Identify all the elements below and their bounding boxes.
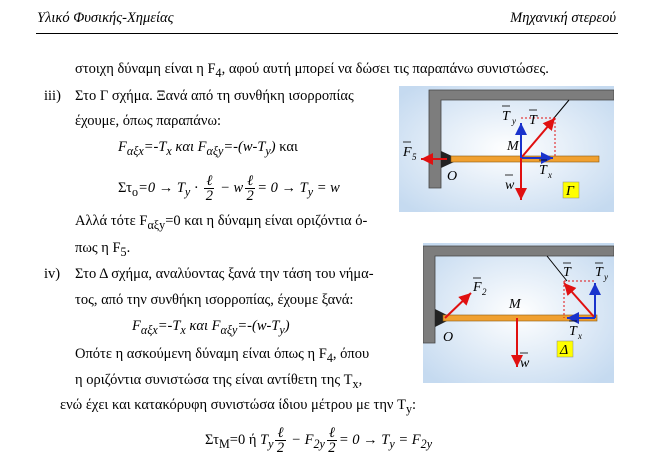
label-F2: F bbox=[472, 280, 482, 295]
label-M: M bbox=[506, 139, 520, 154]
label-F2-sub: 2 bbox=[482, 287, 487, 297]
label-Ty-sub: y bbox=[603, 272, 608, 282]
label-T: T bbox=[529, 113, 538, 128]
figure-gamma: T T y T x M F 5 O w Γ bbox=[399, 86, 614, 212]
force-f2-arrow bbox=[444, 292, 472, 319]
label-M: M bbox=[508, 297, 522, 312]
item-3-marker: iii) bbox=[44, 88, 61, 104]
label-w: w bbox=[505, 178, 515, 193]
item-3-line-1: Στο Γ σχήμα. Ξανά από τη συνθήκη ισορροπ… bbox=[75, 88, 354, 104]
label-Ty-sub: y bbox=[511, 116, 516, 126]
figure-badge bbox=[556, 340, 574, 358]
tension-arrow bbox=[520, 117, 556, 159]
text-line-1: στοιχη δύναμη είναι η F4, αφού αυτή μπορ… bbox=[75, 61, 549, 80]
equation-4a: Fαξx=-Tx και Fαξy=-(w-Ty) bbox=[132, 318, 290, 337]
header-rule bbox=[36, 33, 618, 34]
figure-delta: T T y T x M F 2 O w Δ bbox=[423, 243, 614, 383]
item-3-line-4: πως η F5. bbox=[75, 240, 131, 259]
label-T: T bbox=[563, 265, 572, 280]
label-Ty: T bbox=[595, 265, 604, 280]
item-3-line-2: έχουμε, όπως παραπάνω: bbox=[75, 113, 222, 129]
label-w: w bbox=[520, 356, 530, 371]
equation-3a: Fαξx=-Tx και Fαξy=-(w-Ty) και bbox=[118, 139, 298, 158]
figure-badge-label: Γ bbox=[565, 184, 575, 199]
label-Ty: T bbox=[502, 109, 511, 124]
string-line bbox=[546, 255, 568, 282]
rod-shape bbox=[442, 314, 598, 322]
figure-badge-label: Δ bbox=[559, 343, 568, 358]
item-4-line-2: τος, από την συνθήκη ισορροπίας, έχουμε … bbox=[75, 292, 354, 308]
item-3-line-3: Αλλά τότε Fαξy=0 και η δύναμη είναι οριζ… bbox=[75, 213, 368, 232]
figure-delta-background bbox=[423, 243, 614, 383]
label-Tx: T bbox=[539, 163, 548, 178]
label-O: O bbox=[447, 169, 457, 184]
hinge-icon bbox=[435, 309, 447, 327]
figure-badge bbox=[562, 181, 580, 199]
wall-shape bbox=[423, 245, 614, 344]
label-Tx-sub: x bbox=[577, 331, 582, 341]
wall-shape bbox=[428, 89, 614, 189]
label-Tx-sub: x bbox=[547, 170, 552, 180]
header-right: Μηχανική στερεού bbox=[510, 10, 616, 26]
item-4-marker: iv) bbox=[44, 266, 61, 282]
item-4-line-3: Οπότε η ασκούμενη δύναμη είναι όπως η F4… bbox=[75, 346, 370, 365]
item-4-line-4: η οριζόντια συνιστώσα της είναι αντίθετη… bbox=[75, 372, 363, 391]
tension-arrow bbox=[563, 282, 596, 319]
label-O: O bbox=[443, 330, 453, 345]
label-F5: F bbox=[402, 145, 412, 160]
hinge-icon bbox=[441, 151, 454, 168]
item-4-line-5: ενώ έχει και κατακόρυφη συνιστώσα ίδιου … bbox=[60, 397, 417, 416]
header-left: Υλικό Φυσικής-Χημείας bbox=[37, 10, 174, 26]
label-Tx: T bbox=[569, 324, 578, 339]
item-4-line-1: Στο Δ σχήμα, αναλύοντας ξανά την τάση το… bbox=[75, 266, 374, 282]
label-F5-sub: 5 bbox=[412, 152, 417, 162]
